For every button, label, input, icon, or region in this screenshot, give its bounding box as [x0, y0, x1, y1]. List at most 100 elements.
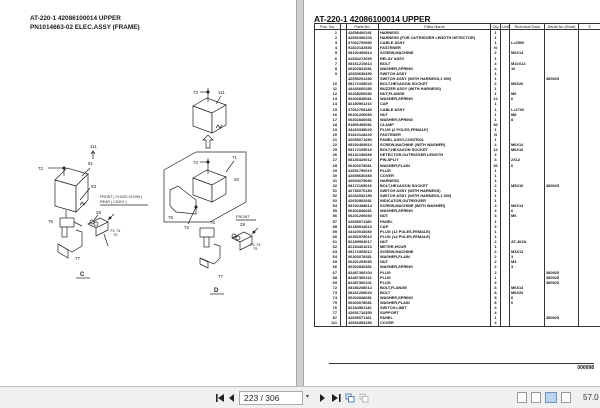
page-footer-code: 000098: [577, 365, 594, 371]
svg-text:81: 81: [88, 161, 94, 166]
two-page-continuous-view-button[interactable]: [561, 392, 571, 403]
footer-divider: [329, 363, 594, 364]
left-page[interactable]: AT-220-1 42086100014 UPPER PN1014663-02 …: [0, 0, 296, 386]
svg-text:C: C: [80, 272, 85, 278]
serial-start-cell: [544, 320, 579, 327]
prev-page-button[interactable]: [226, 391, 238, 405]
parts-no-cell: 42651893180: [346, 320, 379, 327]
next-page-button[interactable]: [317, 391, 329, 405]
page-number-input[interactable]: 223 / 306: [239, 391, 303, 405]
svg-text:72: 72: [193, 90, 199, 95]
first-page-button[interactable]: [214, 391, 226, 405]
serial-end-cell: [578, 320, 600, 327]
copy-icon: [359, 393, 369, 403]
technical-data-cell: [509, 320, 545, 327]
pos-cell: 111: [314, 320, 341, 327]
parts-name-cell: COVER: [378, 320, 491, 327]
first-page-icon: [215, 394, 224, 402]
svg-text:72: 72: [38, 166, 44, 171]
last-page-button[interactable]: [330, 391, 342, 405]
view-d-diagram: 72 111 72 71 93 75: [163, 88, 261, 295]
page-gutter: [296, 0, 304, 386]
svg-text:74: 74: [256, 242, 261, 247]
parts-table: Pos. No. Parts No. Parts Name Qty Unit T…: [314, 22, 600, 327]
rotate-view-button[interactable]: [344, 391, 356, 405]
col-technical-data: Technical Data: [509, 22, 545, 31]
page-number-value: 223 / 306: [244, 393, 280, 403]
next-page-icon: [320, 394, 325, 402]
svg-text:77: 77: [75, 256, 81, 261]
copy-page-button[interactable]: [358, 391, 370, 405]
unit-cell: [500, 320, 510, 327]
left-title-line2: PN1014663-02 ELEC.ASSY (FRAME): [30, 23, 140, 31]
svg-text:71: 71: [232, 155, 238, 160]
page-view-icon: [345, 393, 355, 403]
zoom-level[interactable]: 57.0: [583, 393, 599, 402]
continuous-view-button[interactable]: [531, 392, 541, 403]
svg-text:75: 75: [113, 232, 118, 237]
prev-page-icon: [229, 394, 234, 402]
svg-text:111: 111: [90, 144, 97, 149]
single-page-view-button[interactable]: [517, 392, 527, 403]
page-dropdown-button[interactable]: ▾: [306, 393, 309, 400]
svg-text:93: 93: [234, 177, 240, 182]
svg-text:77: 77: [218, 274, 224, 279]
svg-text:72: 72: [184, 225, 190, 230]
right-page[interactable]: AT-220-1 42086100014 UPPER Pos. No. Part…: [304, 0, 600, 386]
svg-text:76: 76: [48, 219, 54, 224]
navigation-toolbar: 223 / 306 ▾ 57.0: [0, 386, 600, 408]
svg-text:FRONT: FRONT: [236, 214, 250, 219]
svg-text:73: 73: [110, 228, 115, 233]
col-serial-start: Serial No.(Start): [544, 22, 579, 31]
qty-cell: 4: [490, 320, 501, 327]
chevron-down-icon: ▾: [306, 394, 310, 400]
svg-text:73: 73: [250, 242, 255, 247]
two-page-view-button[interactable]: [545, 392, 557, 403]
svg-text:28: 28: [240, 222, 246, 227]
